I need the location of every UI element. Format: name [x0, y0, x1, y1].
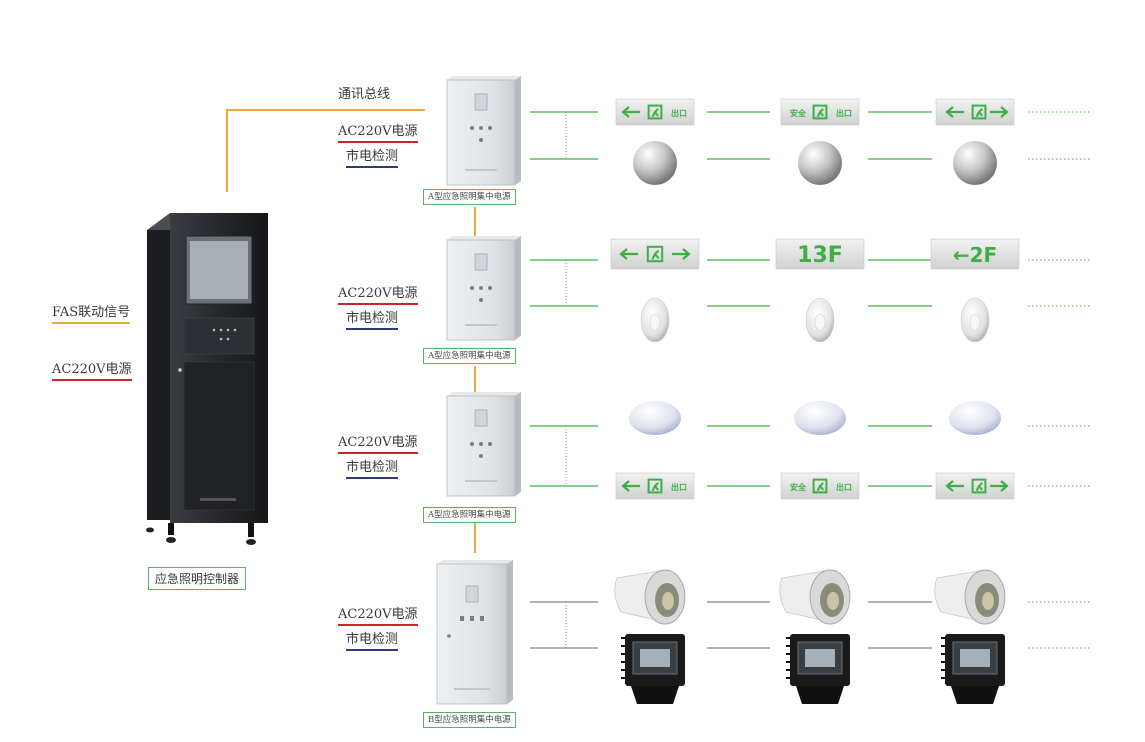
exit-sign-safe-icon: 安全 出口: [780, 98, 860, 126]
spotlight-icon: [934, 569, 1006, 625]
round-lamp-icon: [633, 141, 677, 185]
unit-a2-mains-label: 市电检测: [346, 311, 399, 330]
power-unit-a1: [446, 76, 521, 186]
oval-lamp-icon: [640, 297, 670, 343]
unit-a2-caption: A型应急照明集中电源: [423, 348, 516, 364]
unit-a3-caption: A型应急照明集中电源: [423, 507, 516, 523]
safe-text: 安全: [790, 482, 807, 492]
floor-13-text: 13F: [797, 243, 843, 268]
unit-b1-mains-label: 市电检测: [346, 632, 399, 651]
exit-sign-double-icon: [610, 238, 700, 270]
ceiling-lamp-icon: [949, 401, 1001, 435]
safe-text: 安全: [790, 108, 807, 118]
unit-a2-ac-label: AC220V电源: [338, 286, 418, 305]
floodlight-icon: [621, 634, 685, 704]
controller-ac-label: AC220V电源: [52, 362, 132, 381]
fas-signal-label: FAS联动信号: [52, 305, 131, 324]
exit-sign-arrow-icon: [935, 98, 1015, 126]
ceiling-lamp-icon: [794, 401, 846, 435]
bus-label: 通讯总线: [338, 87, 391, 102]
controller-cabinet: [146, 213, 268, 545]
exit-sign-arrow-icon: [935, 472, 1015, 500]
ceiling-lamp-icon: [629, 401, 681, 435]
oval-lamp-icon: [960, 297, 990, 343]
exit-sign-left-icon: 出口: [615, 472, 695, 500]
unit-b1-caption: B型应急照明集中电源: [423, 712, 516, 728]
communication-bus: [226, 109, 476, 553]
oval-lamp-icon: [805, 297, 835, 343]
round-lamp-icon: [953, 141, 997, 185]
unit-b1-ac-label: AC220V电源: [338, 607, 418, 626]
unit-a3-mains-label: 市电检测: [346, 460, 399, 479]
spotlight-icon: [614, 569, 686, 625]
floodlight-icon: [941, 634, 1005, 704]
floor-sign-2f-icon: ←2F: [930, 238, 1020, 270]
unit-a1-ac-label: AC220V电源: [338, 124, 418, 143]
unit-a1-caption: A型应急照明集中电源: [423, 189, 516, 205]
unit-a1-mains-label: 市电检测: [346, 149, 399, 168]
exit-text: 出口: [836, 482, 852, 492]
power-unit-b1: [436, 560, 513, 705]
exit-text: 出口: [836, 108, 852, 118]
spotlight-icon: [779, 569, 851, 625]
exit-sign-left-icon: 出口: [615, 98, 695, 126]
exit-text: 出口: [671, 108, 687, 118]
exit-text: 出口: [671, 482, 687, 492]
power-unit-a3: [446, 392, 521, 497]
round-lamp-icon: [798, 141, 842, 185]
floor-sign-13f-icon: 13F: [775, 238, 865, 270]
floor-2-text: ←2F: [953, 243, 997, 267]
exit-sign-safe-icon: 安全 出口: [780, 472, 860, 500]
controller-caption: 应急照明控制器: [148, 567, 247, 590]
unit-a3-ac-label: AC220V电源: [338, 435, 418, 454]
power-unit-a2: [446, 236, 521, 341]
floodlight-icon: [786, 634, 850, 704]
